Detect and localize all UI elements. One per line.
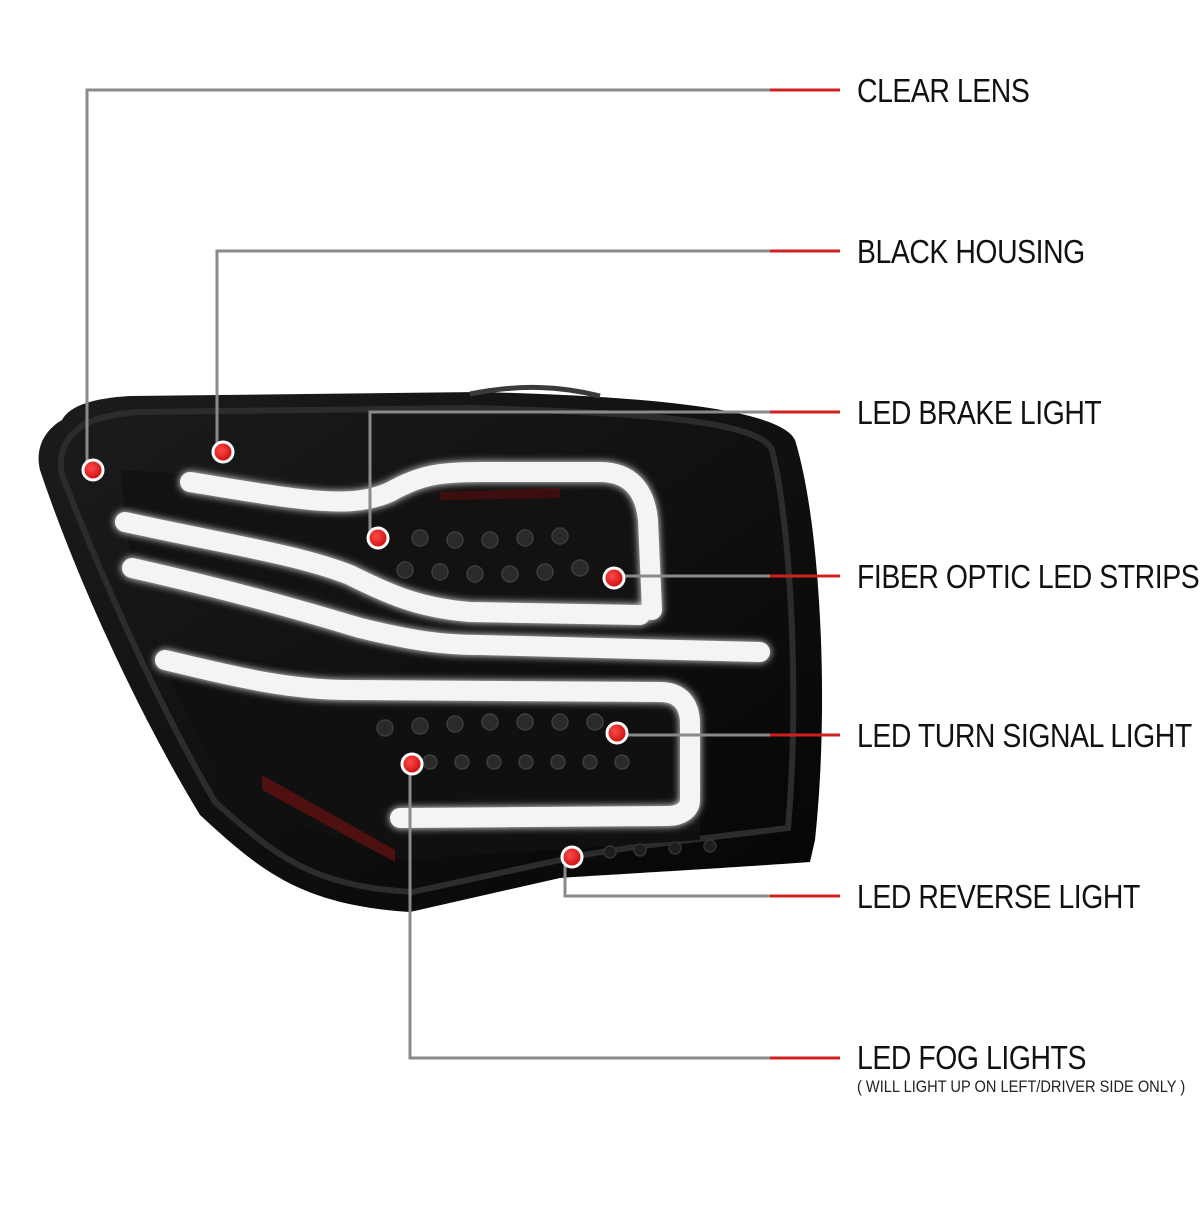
dot-fiber-optic xyxy=(602,566,626,590)
top-trim xyxy=(469,384,601,399)
reverse-led-row xyxy=(603,839,717,859)
label-led-reverse-light: LED REVERSE LIGHT xyxy=(857,878,1140,915)
label-led-fog-lights: LED FOG LIGHTS xyxy=(857,1039,1086,1076)
leader-red-tips xyxy=(770,88,840,1060)
led-strip-lower xyxy=(155,650,700,828)
label-fiber-optic-led-strips: FIBER OPTIC LED STRIPS xyxy=(857,558,1200,595)
dot-brake-light xyxy=(366,526,390,550)
led-strip-top xyxy=(180,462,662,620)
callout-dots xyxy=(81,440,629,869)
label-black-housing: BLACK HOUSING xyxy=(857,233,1085,270)
label-led-brake-light: LED BRAKE LIGHT xyxy=(857,394,1102,431)
dot-fog-lights xyxy=(400,752,424,776)
dot-reverse-light xyxy=(560,845,584,869)
label-led-turn-signal-light: LED TURN SIGNAL LIGHT xyxy=(857,717,1192,754)
turn-signal-led-cluster xyxy=(376,713,630,770)
brake-led-cluster xyxy=(396,527,589,583)
led-strip-middle xyxy=(122,558,770,662)
tail-light-body xyxy=(38,384,823,912)
dot-turn-signal xyxy=(605,721,629,745)
red-reflector xyxy=(262,775,395,862)
dot-black-housing xyxy=(211,440,235,464)
note-fog-lights: ( WILL LIGHT UP ON LEFT/DRIVER SIDE ONLY… xyxy=(857,1077,1186,1096)
led-strip-upper-bar xyxy=(115,512,650,625)
fiber-optic-strips xyxy=(115,462,770,828)
red-reflector-top xyxy=(440,488,560,500)
label-clear-lens: CLEAR LENS xyxy=(857,72,1030,109)
leader-fog-lights xyxy=(408,765,840,1060)
dot-clear-lens xyxy=(81,458,105,482)
